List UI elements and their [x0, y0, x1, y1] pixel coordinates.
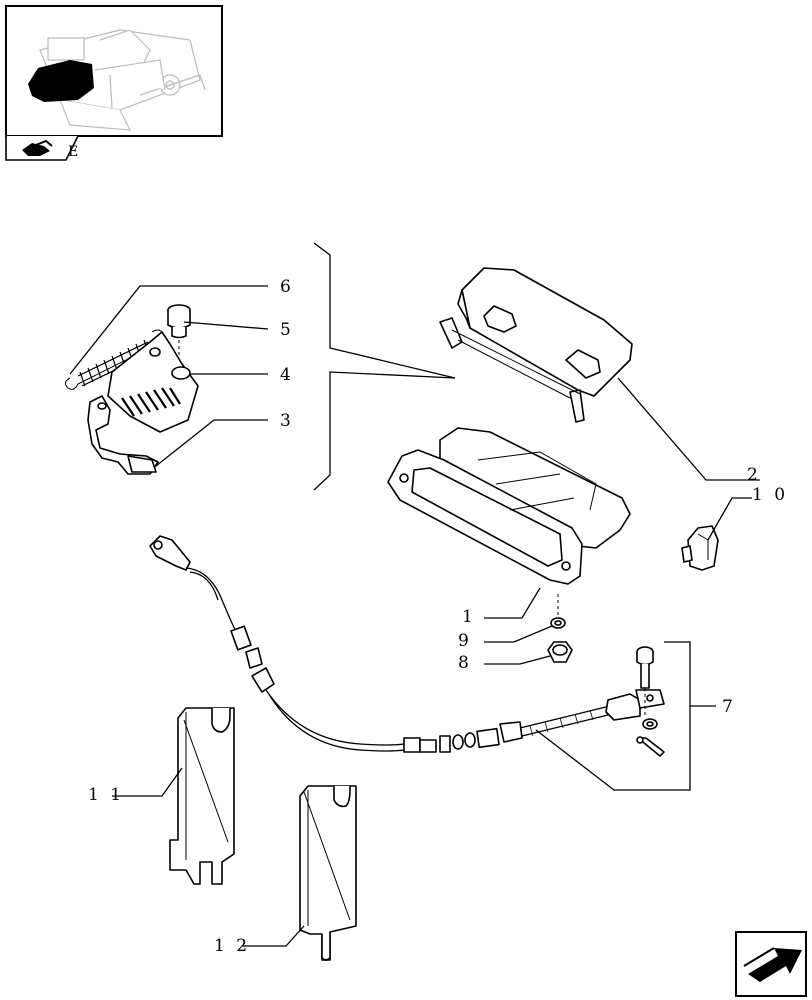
callout-1: 1 — [462, 607, 476, 627]
plate-12-part — [299, 785, 357, 961]
callout-7: 7 — [722, 697, 736, 717]
leader-lines — [69, 285, 760, 947]
callout-5: 5 — [280, 320, 294, 340]
nut-part — [547, 641, 573, 663]
clip-part — [681, 525, 719, 571]
bolt-part — [167, 304, 191, 368]
cable-assembly-part — [149, 535, 665, 753]
leader-1 — [484, 587, 541, 619]
callout-labels: 6 5 4 3 2 1 0 1 9 8 7 1 1 1 2 — [88, 277, 788, 956]
leader-12 — [242, 925, 305, 947]
callout-6: 6 — [280, 277, 294, 297]
callout-4: 4 — [280, 365, 294, 385]
next-page-arrow-icon — [743, 947, 802, 982]
leader-6 — [69, 285, 268, 375]
thumbnail-corner-text: E — [68, 144, 78, 160]
leader-2 — [617, 377, 760, 481]
next-page-button[interactable] — [735, 931, 807, 997]
leader-8 — [484, 655, 551, 665]
callout-8: 8 — [458, 653, 472, 673]
lever-part — [87, 395, 159, 475]
overview-thumbnail[interactable]: E — [5, 5, 223, 161]
washer-part — [550, 594, 566, 629]
highlighted-part-thumbnail — [28, 60, 94, 102]
leader-11 — [112, 767, 183, 797]
group-bracket — [313, 242, 456, 491]
plate-11-part — [169, 707, 235, 885]
callout-10: 1 0 — [752, 485, 788, 505]
cover-part — [439, 267, 633, 423]
clevis-pin-part — [636, 646, 654, 716]
pin-washer-part — [642, 718, 658, 730]
leader-5 — [183, 321, 269, 330]
quadrant-plate-part — [107, 331, 199, 433]
leader-3 — [155, 419, 268, 467]
callout-2: 2 — [747, 465, 761, 485]
split-pin-part — [636, 736, 665, 757]
callout-3: 3 — [280, 411, 294, 431]
leader-10 — [707, 497, 752, 541]
leader-7 — [535, 641, 691, 791]
callout-11: 1 1 — [88, 785, 124, 805]
wrench-book-icon — [22, 139, 53, 156]
callout-9: 9 — [458, 631, 472, 651]
base-part — [387, 427, 631, 585]
leader-9 — [484, 625, 553, 643]
callout-12: 1 2 — [214, 936, 250, 956]
